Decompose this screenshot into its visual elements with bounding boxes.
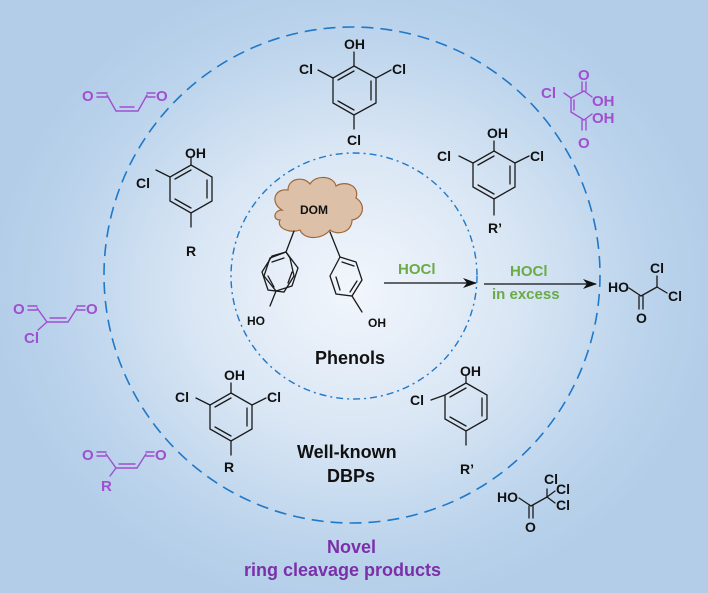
novel-title-line1: Novel <box>327 537 376 557</box>
dcp-rp-cl-left: Cl <box>437 148 451 164</box>
dbps-title-line1: Well-known <box>297 442 397 462</box>
dcaa-o: O <box>636 310 647 326</box>
dom-label: DOM <box>300 203 328 217</box>
dcp-r-oh: OH <box>224 367 245 383</box>
r-butenedial-r: R <box>101 478 112 495</box>
butenedial-o-left: O <box>82 88 94 105</box>
phenol-right-oh: OH <box>368 316 386 330</box>
dcp-rp-cl-right: Cl <box>530 148 544 164</box>
novel-title-line2: ring cleavage products <box>244 560 441 580</box>
arrow-hocl-label: HOCl <box>398 261 436 278</box>
tcp-cl-left: Cl <box>299 61 313 77</box>
chloro-butenedial: O O Cl <box>13 301 98 347</box>
cp-r-r: R <box>186 243 196 259</box>
tcp-oh: OH <box>344 36 365 52</box>
r-butenedial-o-right: O <box>155 447 167 464</box>
phenol-left-oh: HO <box>247 314 265 328</box>
cma-oh-top: OH <box>592 93 615 110</box>
tcaa-cl-1: Cl <box>544 471 558 487</box>
dcaa-cl-top: Cl <box>650 260 664 276</box>
cl-butenedial-cl: Cl <box>24 330 39 347</box>
cp-r-oh: OH <box>185 145 206 161</box>
cma-o-bottom: O <box>578 135 590 152</box>
dcaa-ho: HO <box>608 279 629 295</box>
chloromaleic-acid: Cl O OH OH O <box>541 67 615 152</box>
dcaa-cl-right: Cl <box>668 288 682 304</box>
dichloroacetic-acid: HO O Cl Cl <box>608 260 682 326</box>
dichlorophenol-rprime: OH Cl Cl R’ <box>437 125 544 236</box>
chlorophenol-r: OH Cl R <box>136 145 213 259</box>
cp-rp-cl: Cl <box>410 392 424 408</box>
butenedial-o-right: O <box>156 88 168 105</box>
inner-region-circle <box>230 152 478 400</box>
arrow-excess-label-2: in excess <box>492 286 560 303</box>
trichloroacetic-acid: HO O Cl Cl Cl <box>497 471 570 535</box>
dom-cloud: DOM <box>274 176 363 239</box>
chlorophenol-rprime: OH Cl R’ <box>410 363 488 477</box>
tcaa-cl-3: Cl <box>556 497 570 513</box>
tcaa-cl-2: Cl <box>556 481 570 497</box>
butenedial: O O <box>82 88 168 112</box>
cp-rp-oh: OH <box>460 363 481 379</box>
trichlorophenol: OH Cl Cl Cl <box>299 36 406 148</box>
tcaa-ho: HO <box>497 489 518 505</box>
phenol-right: OH <box>329 231 386 330</box>
dichlorophenol-r: OH Cl Cl R <box>175 367 281 475</box>
cl-butenedial-o-left: O <box>13 301 25 318</box>
cp-r-cl: Cl <box>136 175 150 191</box>
phenol-left: HO <box>247 230 299 328</box>
r-butenedial-o-left: O <box>82 447 94 464</box>
dcp-r-cl-left: Cl <box>175 389 189 405</box>
outer-region-circle <box>103 26 601 524</box>
tcp-cl-right: Cl <box>392 61 406 77</box>
cp-rp-r: R’ <box>460 461 474 477</box>
dcp-rp-oh: OH <box>487 125 508 141</box>
tcp-cl-bottom: Cl <box>347 132 361 148</box>
cma-o-top: O <box>578 67 590 84</box>
cma-oh-bottom: OH <box>592 110 615 127</box>
dbps-title-line2: DBPs <box>327 466 375 486</box>
arrow-excess-label-1: HOCl <box>510 263 548 280</box>
tcaa-o: O <box>525 519 536 535</box>
dcp-r-r: R <box>224 459 234 475</box>
phenols-title: Phenols <box>315 348 385 368</box>
r-butenedial: O O R <box>82 447 167 495</box>
dcp-r-cl-right: Cl <box>267 389 281 405</box>
dcp-rp-r: R’ <box>488 220 502 236</box>
cma-cl: Cl <box>541 85 556 102</box>
cl-butenedial-o-right: O <box>86 301 98 318</box>
